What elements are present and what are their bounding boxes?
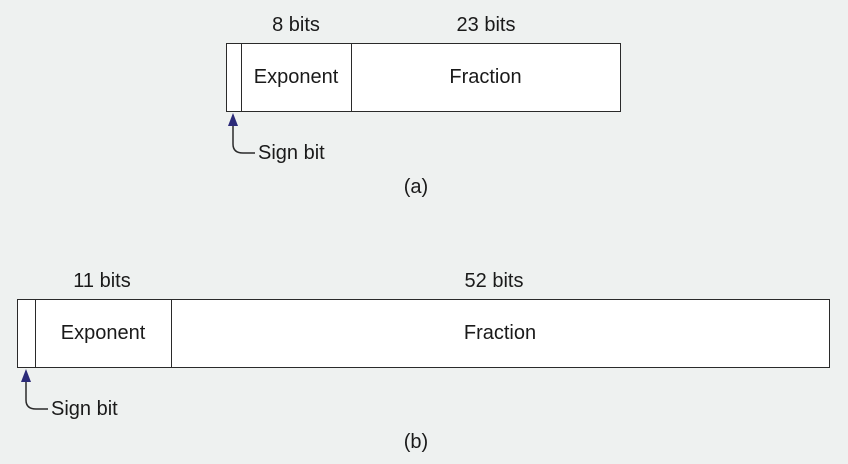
b-sign-arrow-icon: [21, 369, 48, 410]
a-sign-field: [227, 44, 242, 111]
a-sign-bit-label: Sign bit: [258, 142, 325, 164]
a-fraction-label: Fraction: [449, 66, 522, 88]
a-exponent-width-label: 8 bits: [272, 14, 320, 36]
a-fraction-width-label: 23 bits: [456, 14, 516, 36]
b-fraction-label: Fraction: [463, 322, 537, 344]
a-exponent-field: Exponent: [241, 44, 352, 111]
b-exponent-field: Exponent: [35, 300, 172, 367]
b-sign-field: [18, 300, 36, 367]
a-fraction-field: Fraction: [351, 44, 620, 111]
b-caption: (b): [403, 431, 429, 453]
a-sign-arrow-icon: [228, 113, 255, 154]
b-exponent-width-label: 11 bits: [73, 270, 131, 292]
b-sign-bit-label: Sign bit: [51, 398, 118, 420]
b-format-box: Exponent Fraction: [17, 299, 830, 368]
a-format-box: Exponent Fraction: [226, 43, 621, 112]
b-exponent-label: Exponent: [60, 322, 146, 344]
b-fraction-field: Fraction: [171, 300, 829, 367]
b-fraction-width-label: 52 bits: [464, 270, 524, 292]
a-caption: (a): [403, 176, 429, 198]
a-exponent-label: Exponent: [253, 66, 339, 88]
